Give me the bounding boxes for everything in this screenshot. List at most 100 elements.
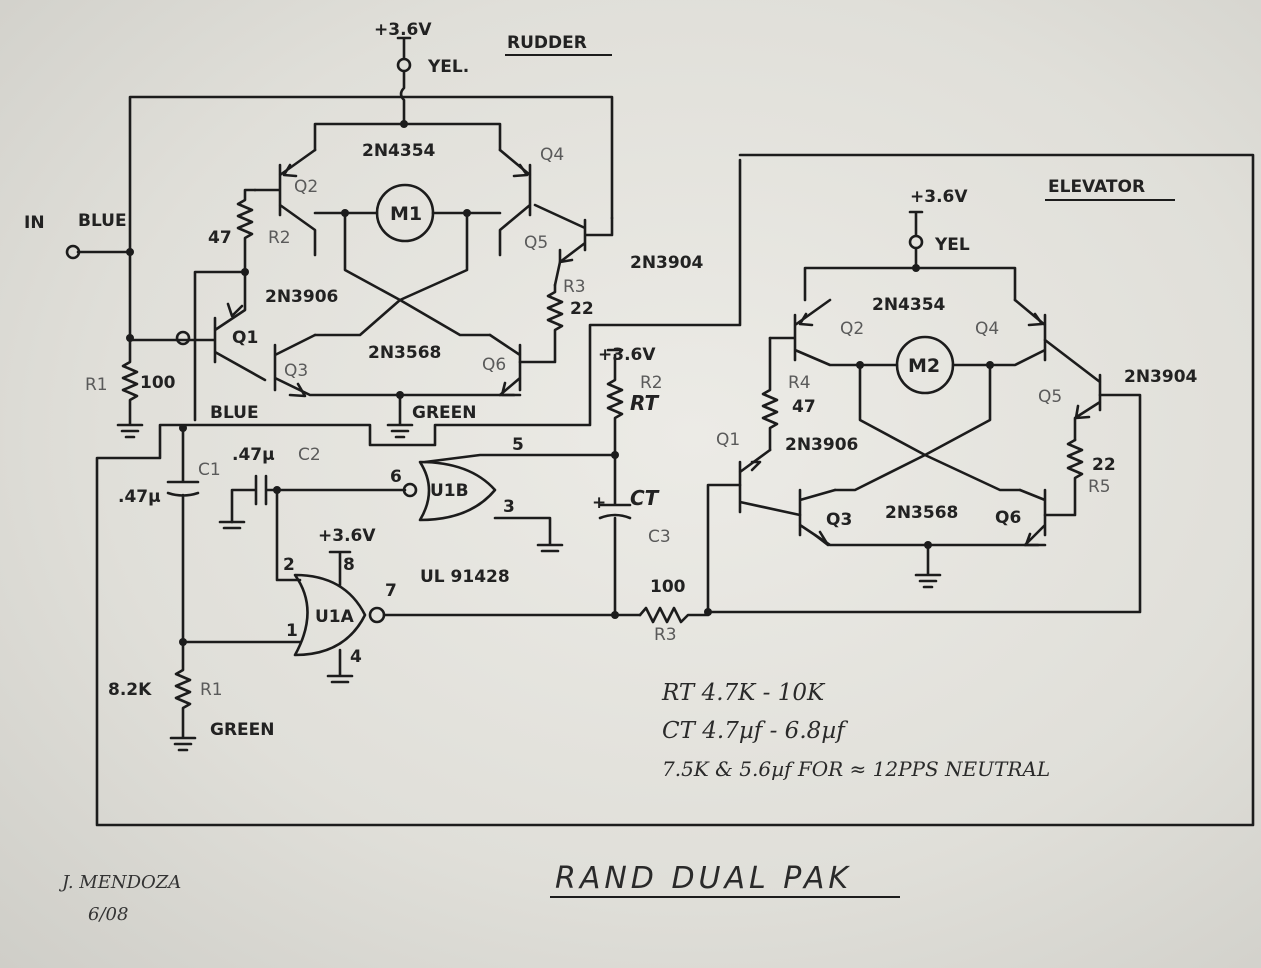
timer-c2-value: .47µ: [232, 445, 275, 465]
elevator-q3-transistor: [798, 488, 1047, 547]
timer-r2-label: R2: [640, 373, 663, 393]
timer-green-label: GREEN: [210, 720, 275, 740]
rudder-q1-part: 2N3906: [265, 287, 338, 307]
elevator-q6-label: Q6: [995, 508, 1021, 528]
timer-vcc-wire: [328, 550, 352, 587]
elevator-q1-label: Q1: [716, 430, 740, 450]
rudder-q6-label: Q6: [482, 355, 506, 375]
rudder-q4-transistor: [498, 148, 532, 257]
elevator-q4-transistor: [988, 298, 1047, 367]
elevator-pnp-part: 2N4354: [872, 295, 946, 315]
timer-c1-capacitor: [166, 426, 200, 644]
elevator-supply: [908, 210, 924, 272]
rudder-q3-transistor: [273, 333, 522, 398]
timer-c1-value: .47µ: [118, 487, 161, 507]
rudder-supply-label: +3.6V: [374, 20, 432, 40]
note-neutral-setting: 7.5K & 5.6µf FOR ≈ 12PPS NEUTRAL: [662, 757, 1050, 781]
timer-r3-resistor: [638, 606, 710, 624]
wire-crossover: [175, 330, 191, 346]
rudder-r2-resistor: [236, 188, 257, 277]
elevator-npn-part: 2N3568: [885, 503, 958, 523]
rudder-q3-label: Q3: [284, 361, 308, 381]
rudder-q6-transistor: [488, 333, 522, 397]
timer-c1-label: C1: [198, 460, 221, 480]
rudder-q5-part: 2N3904: [630, 253, 704, 273]
elevator-r5-resistor: [1043, 438, 1084, 517]
rudder-r2-label: R2: [268, 228, 291, 248]
elevator-q5-label: Q5: [1038, 387, 1062, 407]
timer-u1a-label: U1A: [315, 607, 355, 627]
elevator-ground: [914, 543, 942, 589]
timer-pin7: 7: [385, 581, 397, 601]
rudder-c1-wire: [193, 270, 247, 422]
rudder-q1-transistor: [128, 270, 267, 382]
rudder-r3-resistor: [518, 283, 564, 364]
elevator-q1-transistor: [738, 448, 802, 517]
schematic-title: RAND DUAL PAK: [555, 861, 852, 896]
elevator-r4-value: 47: [792, 397, 816, 417]
rudder-section-label: RUDDER: [507, 33, 587, 53]
drawing-date: 6/08: [88, 904, 128, 925]
rudder-in-label: IN: [24, 213, 45, 233]
rudder-r2-value: 47: [208, 228, 232, 248]
timer-c2-label: C2: [298, 445, 321, 465]
timer-pin1: 1: [286, 621, 298, 641]
rudder-q2-label: Q2: [294, 177, 318, 197]
elevator-r4-resistor: [761, 336, 779, 452]
note-ct-range: CT 4.7µf - 6.8µf: [662, 718, 848, 744]
rudder-ground: [386, 393, 414, 439]
rudder-q2-transistor: [253, 148, 317, 257]
rudder-npn-part: 2N3568: [368, 343, 441, 363]
elevator-section-label: ELEVATOR: [1048, 177, 1145, 197]
elevator-r5-value: 22: [1092, 455, 1116, 475]
timer-pin2-wire: [275, 488, 302, 582]
timer-c3-label: C3: [648, 527, 671, 547]
elevator-q5-transistor: [1043, 338, 1102, 442]
elevator-q6-transistor: [1018, 488, 1047, 547]
elevator-q3-label: Q3: [826, 510, 852, 530]
timer-rt-supply: +3.6V: [598, 345, 656, 365]
rudder-q4-label: Q4: [540, 145, 564, 165]
rudder-r1-label: R1: [85, 375, 108, 395]
rudder-top-rail: [313, 122, 502, 152]
elevator-q2-label: Q2: [840, 319, 864, 339]
rudder-supply: [396, 36, 412, 128]
timer-u1b-gate: [418, 460, 497, 522]
timer-ct-label: CT: [630, 486, 660, 510]
rudder-green-label: GREEN: [412, 403, 477, 423]
rudder-yel-label: YEL.: [427, 57, 469, 77]
rudder-pnp-part: 2N4354: [362, 141, 436, 161]
rudder-r3-value: 22: [570, 299, 594, 319]
timer-c2-ground: [218, 520, 246, 530]
elevator-yel-label: YEL: [934, 235, 970, 255]
elevator-input-wires: [706, 393, 1142, 614]
timer-r3-label: R3: [654, 625, 677, 645]
elevator-cross-wires: [833, 363, 1022, 492]
timer-pin3: 3: [503, 497, 515, 517]
timer-rt-ct-network: [598, 353, 632, 617]
timer-rt-label: RT: [630, 391, 660, 415]
elevator-q5-part: 2N3904: [1124, 367, 1198, 387]
elevator-r4-label: R4: [788, 373, 811, 393]
timer-u1a-ground: [326, 648, 354, 684]
elevator-q2-transistor: [768, 298, 862, 367]
timer-u1b-label: U1B: [430, 481, 469, 501]
elevator-top-rail: [803, 266, 1017, 302]
rudder-motor-label: M1: [390, 203, 422, 225]
timer-vcc-label: +3.6V: [318, 526, 376, 546]
timer-pin2: 2: [283, 555, 295, 575]
rudder-blue-in-label: BLUE: [78, 211, 127, 231]
timer-pin6: 6: [390, 467, 402, 487]
rudder-r1-resistor: [116, 338, 144, 439]
rudder-top-wire: [128, 95, 614, 337]
timer-u1a-gate: [293, 573, 367, 657]
elevator-q4-label: Q4: [975, 319, 999, 339]
timer-r1-value: 8.2K: [108, 680, 152, 700]
timer-r1-resistor: [169, 640, 197, 752]
timer-c2-capacitor: [230, 474, 407, 524]
timer-pin8: 8: [343, 555, 355, 575]
rudder-r3-label: R3: [563, 277, 586, 297]
elevator-motor-label: M2: [908, 355, 940, 377]
